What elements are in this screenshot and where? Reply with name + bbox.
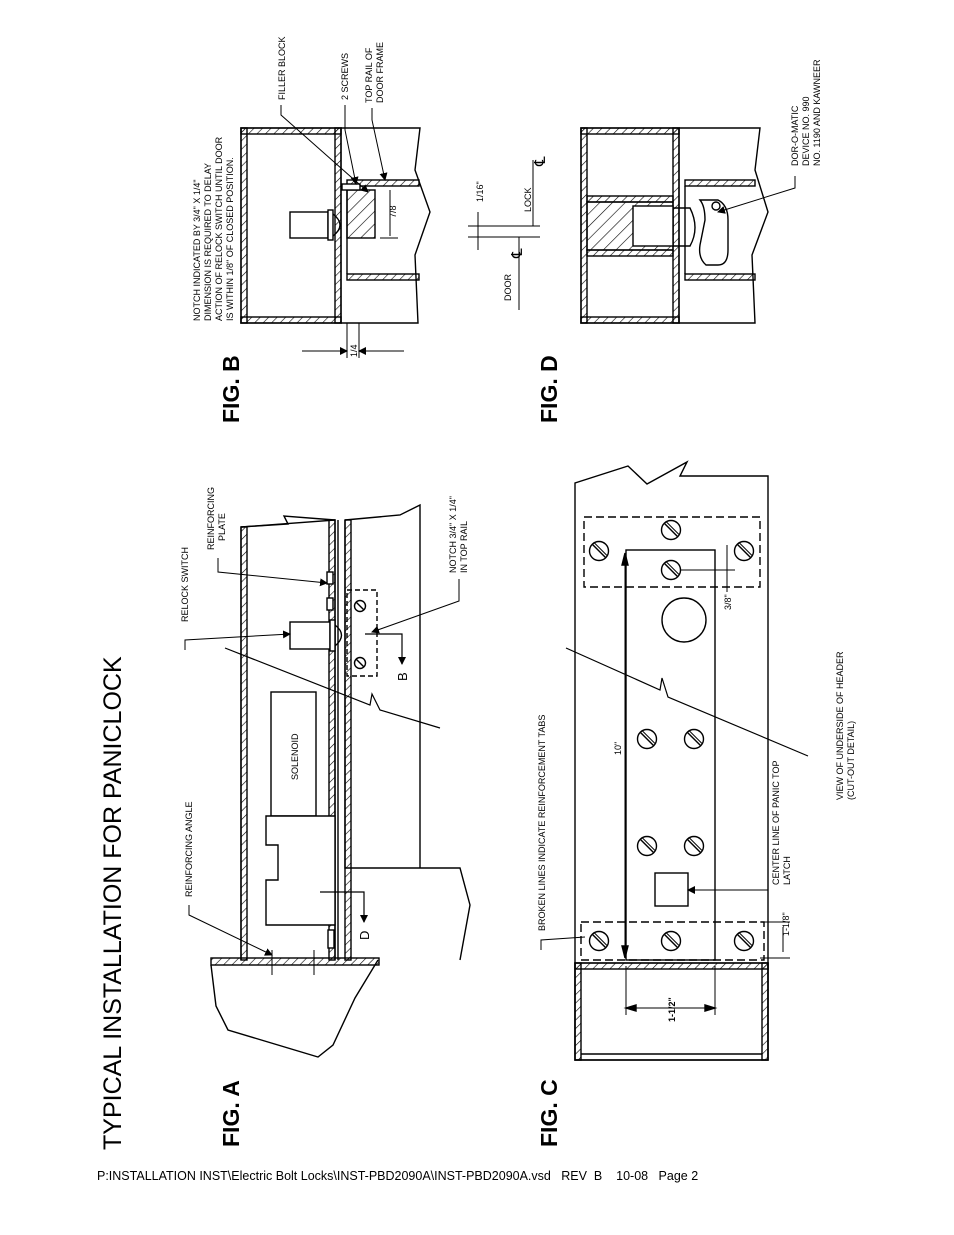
notch-label-1: NOTCH 3/4" X 1/4"	[448, 496, 458, 573]
broken-lines-label: BROKEN LINES INDICATE REINFORCEMENT TABS	[537, 715, 547, 931]
center-line-label-2: LATCH	[782, 856, 792, 885]
device-label-3: NO. 1190 AND KAWNEER	[812, 59, 822, 166]
fig-b	[240, 105, 431, 358]
door-label: DOOR	[503, 273, 513, 301]
dim-1-1-8-label: 1-1/8"	[781, 912, 791, 936]
dim-10-label: 10"	[613, 742, 623, 755]
view-label-1: VIEW OF UNDERSIDE OF HEADER	[835, 651, 845, 800]
fig-d-title: FIG. D	[536, 355, 562, 423]
center-line-label-1: CENTER LINE OF PANIC TOP	[771, 760, 781, 885]
top-rail-label-2: DOOR FRAME	[375, 42, 385, 103]
dim-1-1-2-label: 1-1/2"	[667, 997, 677, 1022]
lock-centerline-symbol: ℄	[532, 156, 549, 167]
dim-7-8-label: 7/8	[388, 205, 398, 218]
notch-label-2: IN TOP RAIL	[459, 521, 469, 573]
section-b-label: B	[395, 672, 410, 681]
fig-b-note-3: ACTION OF RELOCK SWITCH UNTIL DOOR	[214, 136, 224, 321]
view-label-2: (CUT-OUT DETAIL)	[846, 721, 856, 800]
reinforcing-plate-label-1: REINFORCING	[206, 487, 216, 550]
fig-a-title: FIG. A	[218, 1080, 244, 1147]
fig-c	[540, 460, 809, 1061]
file-path-footer: P:INSTALLATION INST\Electric Bolt Locks\…	[97, 1169, 699, 1183]
fig-b-title: FIG. B	[218, 355, 244, 423]
reinforcing-plate-label-2: PLATE	[217, 513, 227, 541]
fig-b-note-1: NOTCH INDICATED BY 3/4" X 1/4"	[192, 179, 202, 321]
reinforcing-angle-label: REINFORCING ANGLE	[184, 801, 194, 897]
dim-1-16-label: 1/16"	[475, 181, 485, 202]
device-label-2: DEVICE NO. 990	[801, 96, 811, 166]
top-rail-label-1: TOP RAIL OF	[364, 47, 374, 103]
dim-3-8-label: 3/8"	[723, 594, 733, 610]
lock-label: LOCK	[523, 187, 533, 212]
door-centerline-symbol: ℄	[509, 248, 526, 259]
two-screws-label: 2 SCREWS	[340, 53, 350, 100]
fig-a	[184, 503, 471, 1058]
fig-b-note-4: IS WITHIN 1/8" OF CLOSED POSITION.	[225, 157, 235, 321]
fig-c-title: FIG. C	[536, 1079, 562, 1147]
fig-b-note-2: DIMENSION IS REQUIRED TO DELAY	[203, 163, 213, 321]
section-d-label: D	[357, 931, 372, 940]
filler-block-label: FILLER BLOCK	[277, 36, 287, 100]
device-label-1: DOR-O-MATIC	[790, 105, 800, 166]
solenoid-label: SOLENOID	[290, 733, 300, 780]
page-title: TYPICAL INSTALLATION FOR PANICLOCK	[99, 656, 127, 1150]
fig-d	[468, 127, 796, 324]
dim-1-4-label: 1/4	[349, 344, 359, 357]
relock-switch-label: RELOCK SWITCH	[180, 547, 190, 622]
